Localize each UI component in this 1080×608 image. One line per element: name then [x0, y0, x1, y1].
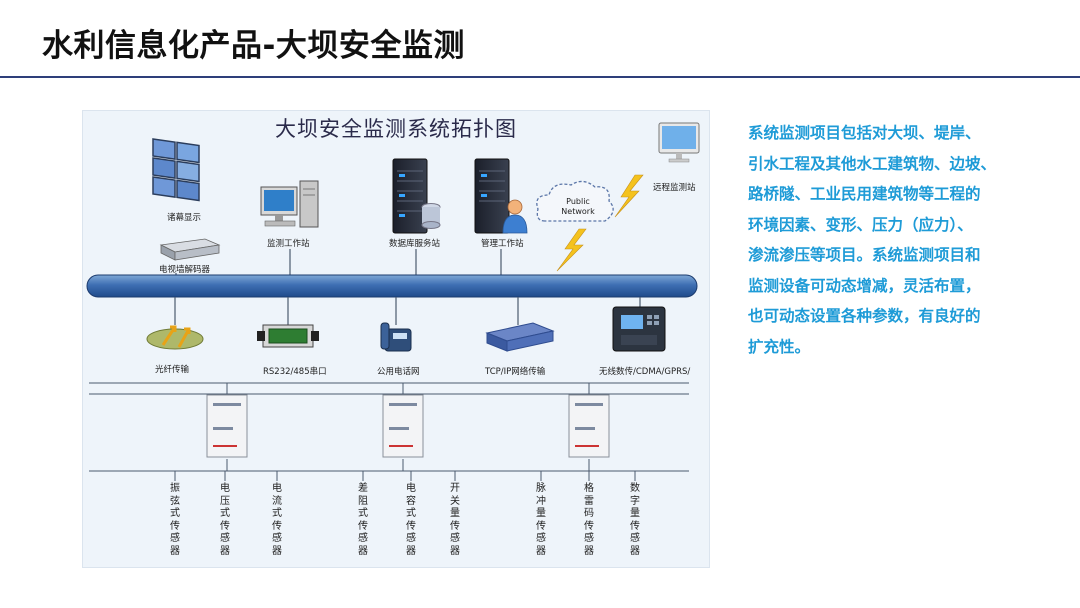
- remote-station-label: 远程监测站: [653, 181, 696, 193]
- tcpip-label: TCP/IP网络传输: [485, 365, 545, 377]
- fiber-label: 光纤传输: [155, 363, 189, 375]
- workstation-icon: [261, 181, 318, 227]
- management-station-icon: [475, 159, 527, 233]
- sensor-label: 电流式传感器: [271, 483, 283, 558]
- serial-port-icon: [257, 325, 319, 347]
- fiber-transmission-icon: [147, 327, 203, 349]
- sensor-label: 格雷码传感器: [583, 483, 595, 558]
- serial-label: RS232/485串口: [263, 365, 327, 377]
- sensor-label: 开关量传感器: [449, 483, 461, 558]
- description-line: 渗流渗压等项目。系统监测项目和: [748, 240, 1060, 271]
- topology-diagram: 大坝安全监测系统拓扑图 诸幕显示 电视墙解码器 监测工作站 数据库服务站 管理工…: [82, 110, 710, 568]
- middle-connectors: [175, 297, 640, 325]
- description-line: 扩充性。: [748, 332, 1060, 363]
- public-network-label: Public Network: [555, 197, 601, 217]
- description-line: 系统监测项目包括对大坝、堤岸、: [748, 118, 1060, 149]
- wireless-label: 无线数传/CDMA/GPRS/: [599, 365, 690, 377]
- database-server-icon: [393, 159, 440, 233]
- description-line: 路桥隧、工业民用建筑物等工程的: [748, 179, 1060, 210]
- mgmt-station-label: 管理工作站: [481, 237, 524, 249]
- sensor-label: 电压式传感器: [219, 483, 231, 558]
- wireless-device-icon: [613, 307, 665, 351]
- description-line: 也可动态设置各种参数，有良好的: [748, 301, 1060, 332]
- sensor-label: 差阻式传感器: [357, 483, 369, 558]
- sensor-label: 数字量传感器: [629, 483, 641, 558]
- description-line: 引水工程及其他水工建筑物、边坡、: [748, 149, 1060, 180]
- display-wall-icon: [153, 139, 199, 200]
- display-wall-label: 诸幕显示: [167, 211, 201, 223]
- diagram-title: 大坝安全监测系统拓扑图: [83, 113, 709, 143]
- decoder-label: 电视墙解码器: [159, 263, 210, 275]
- data-collector-3: [569, 395, 609, 457]
- network-bus: [87, 275, 697, 297]
- description-line: 环境因素、变形、压力（应力）、: [748, 210, 1060, 241]
- workstation-label: 监测工作站: [267, 237, 310, 249]
- slide-title: 水利信息化产品-大坝安全监测: [42, 20, 465, 65]
- title-divider: [0, 76, 1080, 78]
- network-switch-icon: [487, 323, 553, 351]
- data-collector-1: [207, 395, 247, 457]
- description-line: 监测设备可动态增减，灵活布置，: [748, 271, 1060, 302]
- phone-label: 公用电话网: [377, 365, 420, 377]
- telephone-icon: [381, 323, 411, 351]
- sensor-label: 电容式传感器: [405, 483, 417, 558]
- data-collector-2: [383, 395, 423, 457]
- description-text: 系统监测项目包括对大坝、堤岸、 引水工程及其他水工建筑物、边坡、 路桥隧、工业民…: [748, 118, 1060, 362]
- sensor-label: 振弦式传感器: [169, 483, 181, 558]
- sensor-label: 脉冲量传感器: [535, 483, 547, 558]
- decoder-icon: [161, 239, 219, 260]
- db-server-label: 数据库服务站: [389, 237, 440, 249]
